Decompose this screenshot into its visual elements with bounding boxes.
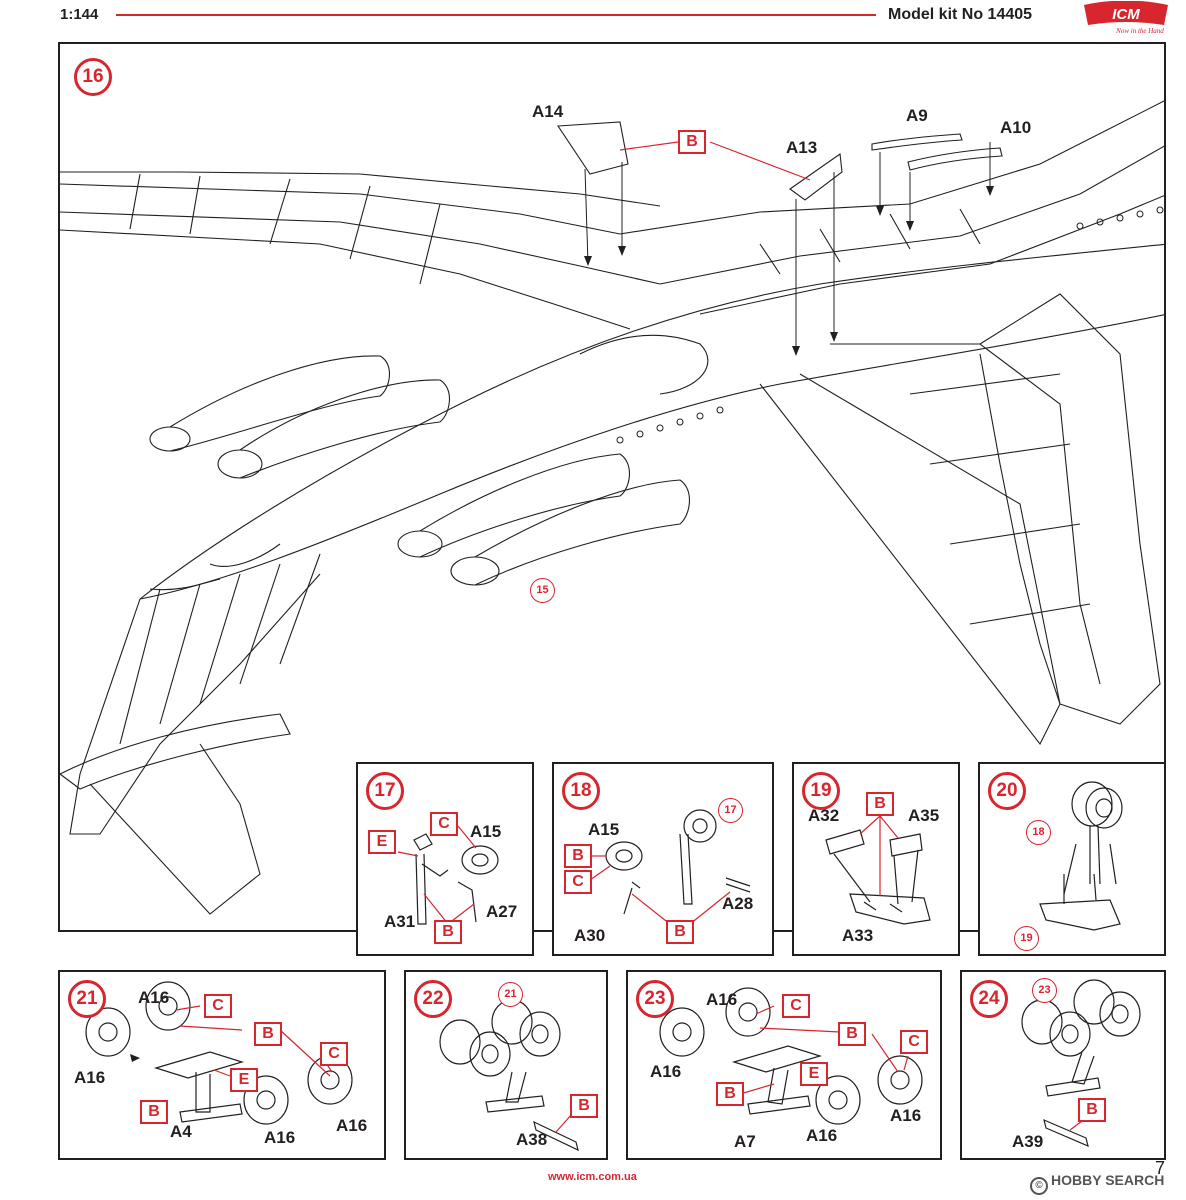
part-a10-label: A10 — [1000, 118, 1032, 137]
color-code-b: B — [678, 130, 706, 154]
color-code-c: C — [900, 1030, 928, 1054]
part-a33-label: A33 — [842, 926, 874, 945]
step-22-panel: 22 21 B A38 — [404, 970, 608, 1160]
step-18-reference: 18 — [1026, 820, 1051, 845]
gear-bay-drawing — [825, 815, 931, 925]
part-a16-label: A16 — [74, 1068, 106, 1087]
step-23-number: 23 — [636, 980, 674, 1018]
color-code-e: E — [230, 1068, 258, 1092]
color-code-b: B — [838, 1022, 866, 1046]
color-code-c: C — [564, 870, 592, 894]
part-a9-label: A9 — [906, 106, 928, 125]
part-a13-label: A13 — [786, 138, 818, 157]
color-code-e: E — [800, 1062, 828, 1086]
main-gear-assembly-drawing — [439, 999, 579, 1152]
step-19-panel: 19 B A32 A35 A33 — [792, 762, 960, 956]
page-number: 7 — [1155, 1158, 1166, 1178]
color-code-b: B — [564, 844, 592, 868]
part-a16-label: A16 — [890, 1106, 922, 1125]
part-a38-label: A38 — [516, 1130, 548, 1149]
watermark-text: HOBBY SEARCH — [1051, 1172, 1165, 1188]
step-24-number: 24 — [970, 980, 1008, 1018]
step-15-reference: 15 — [530, 578, 555, 603]
step-21-number: 21 — [68, 980, 106, 1018]
scale-label: 1:144 — [60, 6, 99, 23]
part-a16-label: A16 — [706, 990, 738, 1009]
part-a16-label: A16 — [264, 1128, 296, 1147]
part-a14-label: A14 — [532, 102, 564, 121]
step-17-number: 17 — [366, 772, 404, 810]
part-a16-label: A16 — [138, 988, 170, 1007]
step-18-number: 18 — [562, 772, 600, 810]
step-16-number: 16 — [74, 58, 112, 96]
color-code-b: B — [1078, 1098, 1106, 1122]
color-code-b: B — [140, 1100, 168, 1124]
step-22-number: 22 — [414, 980, 452, 1018]
step-17-reference: 17 — [718, 798, 743, 823]
color-code-c: C — [782, 994, 810, 1018]
color-code-b: B — [434, 920, 462, 944]
color-code-c: C — [204, 994, 232, 1018]
part-a27-label: A27 — [486, 902, 518, 921]
aircraft-wing-drawing — [60, 100, 1164, 915]
part-a39-label: A39 — [1012, 1132, 1044, 1151]
part-a4-label: A4 — [170, 1122, 192, 1141]
model-kit-title: Model kit No 14405 — [888, 6, 1033, 23]
color-code-b: B — [254, 1022, 282, 1046]
part-a35-label: A35 — [908, 806, 940, 825]
step-24-panel: 24 23 B A39 — [960, 970, 1166, 1160]
part-a16-label: A16 — [806, 1126, 838, 1145]
color-code-e: E — [368, 830, 396, 854]
part-a16-label: A16 — [336, 1116, 368, 1135]
color-code-b: B — [716, 1082, 744, 1106]
svg-text:Now in the Hand: Now in the Hand — [1115, 27, 1164, 35]
step-17-panel: 17 C A15 E A31 A27 B — [356, 762, 534, 956]
step-20-number: 20 — [988, 772, 1026, 810]
part-a31-label: A31 — [384, 912, 416, 931]
step-19-number: 19 — [802, 772, 840, 810]
website-link[interactable]: www.icm.com.ua — [548, 1171, 637, 1183]
step-23-reference: 23 — [1032, 978, 1057, 1003]
svg-text:ICM: ICM — [1112, 6, 1140, 23]
color-code-b: B — [666, 920, 694, 944]
part-a7-label: A7 — [734, 1132, 756, 1151]
main-gear-right-drawing — [659, 987, 923, 1125]
step-21-panel: 21 A16 C B C A16 E B A16 A4 A16 — [58, 970, 386, 1160]
part-a16-label: A16 — [650, 1062, 682, 1081]
step-20-panel: 20 18 19 — [978, 762, 1166, 956]
watermark: ©HOBBY SEARCH — [1030, 1172, 1164, 1195]
icm-logo: ICM Now in the Hand — [1084, 1, 1168, 35]
copyright-icon: © — [1030, 1177, 1048, 1195]
part-a15-label: A15 — [470, 822, 502, 841]
step-19-reference: 19 — [1014, 926, 1039, 951]
color-code-c: C — [430, 812, 458, 836]
step-18-panel: 18 17 A15 B C A28 A30 B — [552, 762, 774, 956]
part-a30-label: A30 — [574, 926, 606, 945]
color-code-c: C — [320, 1042, 348, 1066]
part-a15-label: A15 — [588, 820, 620, 839]
part-a32-label: A32 — [808, 806, 840, 825]
header-rule — [116, 14, 876, 16]
step-23-panel: 23 A16 C B C A16 E B A16 A16 A7 — [626, 970, 942, 1160]
color-code-b: B — [866, 792, 894, 816]
part-a28-label: A28 — [722, 894, 754, 913]
color-code-b: B — [570, 1094, 598, 1118]
nose-gear-install-drawing — [1039, 781, 1123, 931]
step-21-reference: 21 — [498, 982, 523, 1007]
